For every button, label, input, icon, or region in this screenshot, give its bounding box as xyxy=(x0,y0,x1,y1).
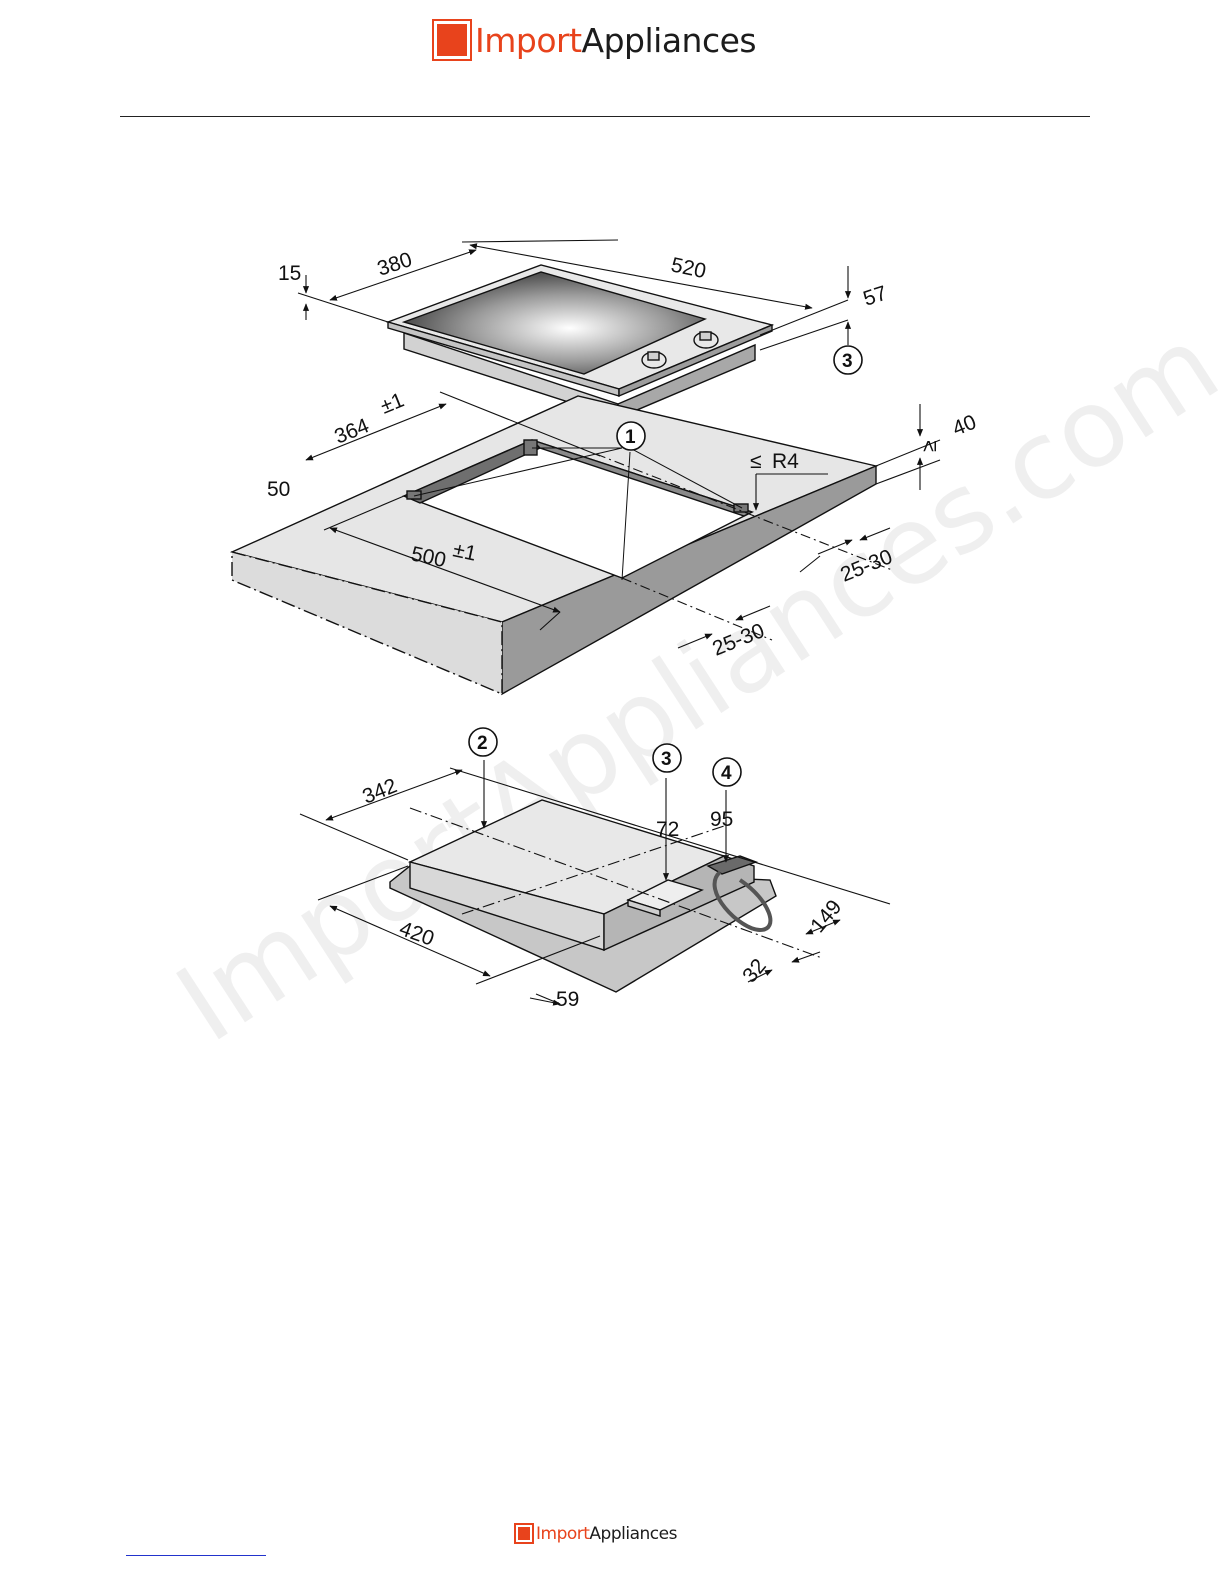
callout-3-bottom: 3 xyxy=(653,744,681,772)
dim-cutout-depth-tol: ±1 xyxy=(377,389,407,419)
dim-cutout-width-tol: ±1 xyxy=(451,538,478,565)
footer-link-underline[interactable] xyxy=(126,1555,266,1556)
callout-2: 2 xyxy=(469,728,497,756)
control-knob xyxy=(642,352,666,368)
svg-text:4: 4 xyxy=(721,763,732,784)
dim-underside-depth: 342 xyxy=(359,774,400,808)
dim-radius-symbol: ≤ xyxy=(750,450,762,473)
svg-text:3: 3 xyxy=(842,351,853,372)
dim-cooktop-depth: 380 xyxy=(374,248,414,281)
callout-3-top: 3 xyxy=(834,346,862,374)
dim-glass-thickness: 15 xyxy=(278,262,301,285)
cooktop xyxy=(388,265,772,418)
control-knob xyxy=(694,332,718,348)
svg-text:3: 3 xyxy=(661,749,672,770)
dim-cable-offset: 95 xyxy=(710,808,733,831)
watermark: ImportAppliances.com xyxy=(156,302,1224,1066)
dim-min-symbol: ≥ xyxy=(918,440,941,452)
logo-square-icon xyxy=(514,1523,534,1544)
dim-box-width: 72 xyxy=(656,818,679,841)
dim-cutout-depth: 364 xyxy=(331,414,372,449)
dim-cooktop-width: 520 xyxy=(669,253,708,283)
callout-1: 1 xyxy=(617,422,645,450)
dim-radius: R4 xyxy=(772,450,799,473)
dim-install-depth: 57 xyxy=(860,282,889,311)
footer-logo: ImportAppliances xyxy=(514,1523,677,1544)
svg-text:2: 2 xyxy=(477,733,488,754)
dim-front-margin: 50 xyxy=(267,478,290,501)
svg-text:1: 1 xyxy=(625,427,636,448)
dim-rear-offset: 32 xyxy=(738,955,771,988)
dim-box-offset: 59 xyxy=(556,988,579,1011)
logo-wordmark: ImportAppliances xyxy=(536,1524,677,1544)
callout-4: 4 xyxy=(713,758,741,786)
